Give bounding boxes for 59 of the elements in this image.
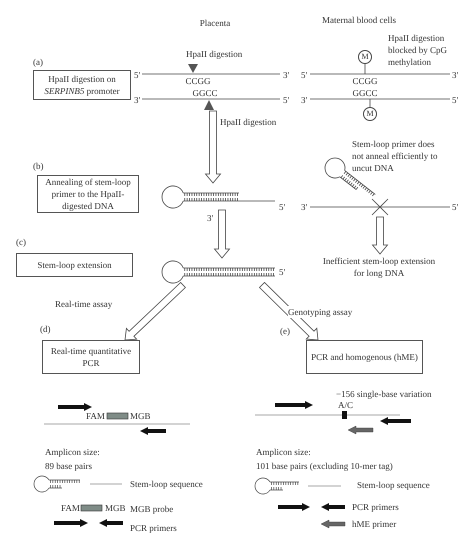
process-box: Stem-loop extension: [16, 253, 133, 277]
text-label: Amplicon size:: [256, 446, 311, 458]
note-text: Inefficient stem-loop extension for long DNA: [318, 254, 440, 280]
text-label: 5′: [279, 266, 286, 278]
text-label: 5′: [134, 69, 140, 81]
text-label: PCR primers: [352, 501, 399, 513]
text-label: 5′: [301, 69, 308, 81]
text-label: 5′: [452, 94, 458, 106]
text-label: MGB probe: [130, 503, 174, 515]
text-label: CCGG: [352, 75, 378, 87]
text-label: 3′: [301, 94, 308, 106]
text-label: 5′: [452, 201, 458, 213]
text-label: 5′: [283, 94, 290, 106]
text-label: Stem-loop sequence: [130, 478, 203, 490]
text-label: (a): [33, 56, 43, 68]
stem-loop-extended-drawing: [160, 258, 275, 285]
text-label: Amplicon size:: [45, 446, 100, 458]
text-label: 3′: [452, 69, 458, 81]
text-label: (c): [16, 236, 26, 248]
text-label: (d): [40, 323, 50, 335]
stem-loop-annealed-drawing: [160, 183, 275, 210]
process-box: Annealing of stem-loop primer to the HpaII-digested DNA: [37, 175, 139, 213]
text-label: Maternal blood cells: [322, 14, 396, 26]
text-label: Placenta: [200, 17, 230, 29]
dna-digestion-drawing: [142, 63, 280, 111]
text-label: MGB: [130, 410, 151, 422]
process-box: HpaII digestion on SERPINB5 promoter: [33, 70, 131, 100]
text-label: MGB: [105, 502, 126, 514]
text-label: A/C: [338, 399, 354, 411]
text-label: Stem-loop primer does not anneal efficiently to uncut DNA: [352, 138, 439, 174]
text-label: −156 single-base variation: [336, 388, 432, 400]
text-label: 5′: [279, 201, 286, 213]
text-label: GGCC: [352, 87, 378, 99]
text-label: GGCC: [192, 87, 218, 99]
text-label: HpaII digestion blocked by CpG methylation: [388, 32, 448, 68]
text-label: 3′: [134, 94, 140, 106]
text-label: CCGG: [186, 75, 210, 87]
text-label: FAM: [61, 502, 80, 514]
text-label: (b): [33, 160, 44, 172]
text-label: Stem-loop sequence: [357, 479, 430, 491]
text-label: 3′: [283, 69, 290, 81]
text-label: hME primer: [352, 518, 396, 530]
hollow-arrow: [124, 282, 186, 340]
text-label: HpaII digestion: [186, 48, 242, 60]
process-box: PCR and homogenous (hME): [306, 340, 423, 374]
text-label: HpaII digestion: [220, 116, 276, 128]
text-label: PCR primers: [130, 522, 177, 534]
text-label: 101 base pairs (excluding 10-mer tag): [256, 460, 393, 472]
text-label: 3′: [207, 212, 214, 224]
text-label: FAM: [86, 410, 105, 422]
text-label: 3′: [301, 201, 308, 213]
hollow-arrow: [204, 110, 222, 184]
edge-label: Real-time assay: [55, 298, 112, 310]
edge-label: Genotyping assay: [288, 306, 352, 318]
process-box: Real-time quantitative PCR: [42, 340, 140, 374]
hollow-arrow: [372, 216, 388, 255]
text-label: (e): [280, 325, 290, 337]
text-label: 89 base pairs: [45, 460, 92, 472]
hollow-arrow: [214, 210, 230, 259]
